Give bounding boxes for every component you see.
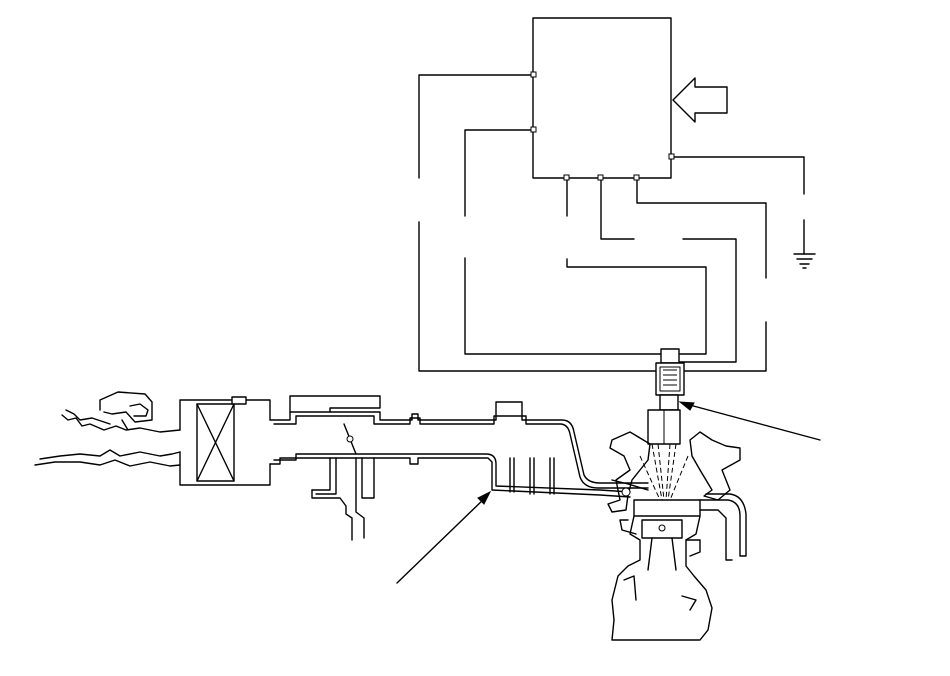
engine-cross-section — [607, 431, 747, 641]
intake-callout-arrow — [396, 490, 492, 584]
ground-symbol — [793, 253, 816, 269]
air-cleaner — [179, 396, 271, 486]
control-unit-box — [532, 17, 672, 179]
input-arrow — [672, 77, 728, 123]
wiring-harness — [418, 74, 805, 372]
injector-callout-arrow — [678, 401, 821, 441]
throttle-valve — [343, 423, 357, 455]
control-unit-pins — [530, 71, 675, 181]
fuel-injector — [647, 348, 685, 445]
air-inlet-duct — [34, 391, 181, 467]
intake-manifold — [269, 395, 649, 541]
